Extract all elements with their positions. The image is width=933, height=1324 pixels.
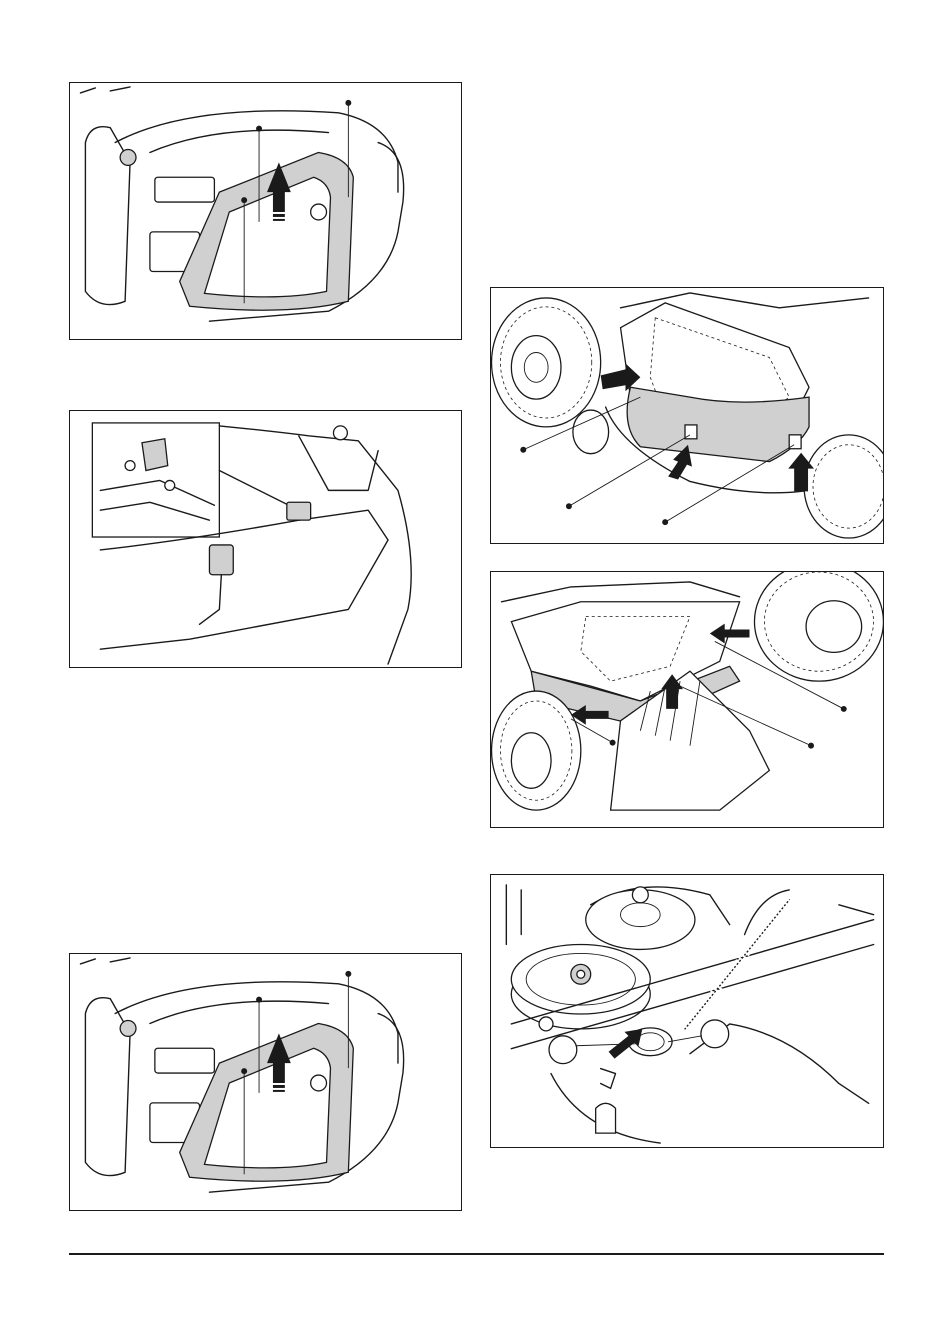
relay-icon bbox=[287, 502, 311, 520]
bolt-icon bbox=[120, 149, 136, 165]
footer-rule bbox=[69, 1253, 884, 1255]
connector-illustration bbox=[70, 411, 461, 667]
plug-icon bbox=[209, 545, 233, 575]
connector-plug-icon bbox=[142, 439, 168, 471]
wheel-icon-left bbox=[492, 691, 581, 810]
pulley-spring-illustration bbox=[491, 875, 883, 1147]
figure-cover-removal-top bbox=[69, 82, 462, 340]
figure-pulley-spring bbox=[490, 874, 884, 1148]
callout-1-icon bbox=[549, 1036, 577, 1064]
spring-icon bbox=[685, 900, 789, 1029]
wheel-icon-right-2 bbox=[754, 572, 883, 681]
mower-deck-rear-illustration bbox=[491, 572, 883, 827]
figure-connector bbox=[69, 410, 462, 668]
cover-panel-illustration-2 bbox=[70, 954, 461, 1210]
knob-icon bbox=[311, 204, 327, 220]
wheel-icon bbox=[492, 298, 601, 427]
cover-panel-illustration bbox=[70, 83, 461, 339]
socket-icon bbox=[155, 177, 215, 202]
mower-deck-illustration bbox=[491, 288, 883, 543]
callout-2-icon bbox=[701, 1020, 729, 1048]
wheel-icon-right bbox=[804, 435, 883, 538]
figure-cover-removal-bottom bbox=[69, 953, 462, 1211]
figure-deck-front bbox=[490, 287, 884, 544]
pulley-icon bbox=[511, 944, 650, 1028]
figure-deck-rear bbox=[490, 571, 884, 828]
